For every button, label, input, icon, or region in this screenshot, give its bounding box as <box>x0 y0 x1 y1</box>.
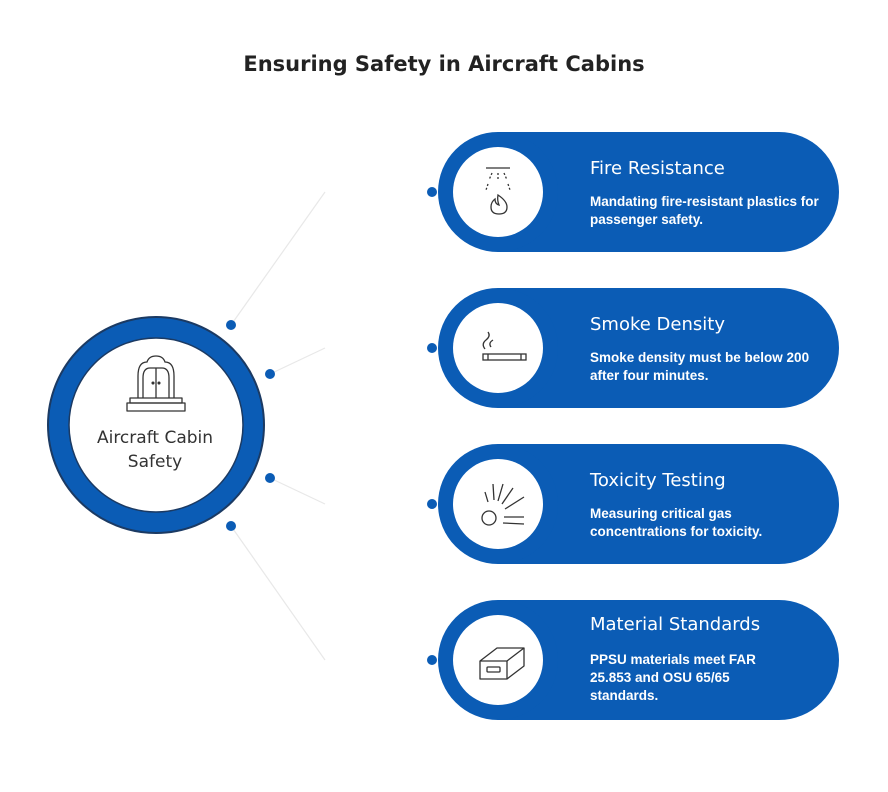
cigarette-smoke-icon <box>482 331 527 361</box>
card-dot <box>427 343 437 353</box>
connector-lines <box>230 191 326 661</box>
card-title-fire-resistance: Fire Resistance <box>590 158 725 179</box>
card-dot <box>427 187 437 197</box>
card-fire-resistance <box>427 132 839 252</box>
card-desc-fire-resistance: Mandating fire-resistant plastics for pa… <box>590 194 819 227</box>
card-dot <box>427 499 437 509</box>
card-toxicity-testing <box>427 444 839 564</box>
card-smoke-density <box>427 288 839 408</box>
card-desc-toxicity-testing: Measuring critical gas concentrations fo… <box>590 506 763 539</box>
card-title-material-standards: Material Standards <box>590 614 761 635</box>
center-label: Aircraft Cabin Safety <box>96 428 214 472</box>
hub-connector-dots <box>226 320 275 531</box>
sprinkler-fire-icon <box>485 167 511 215</box>
page-title: Ensuring Safety in Aircraft Cabins <box>243 52 645 76</box>
card-material-standards <box>427 600 839 720</box>
card-dot <box>427 655 437 665</box>
card-desc-smoke-density: Smoke density must be below 200 after fo… <box>590 350 810 383</box>
center-hub <box>47 316 265 534</box>
card-title-toxicity-testing: Toxicity Testing <box>590 470 726 491</box>
cabin-door-icon <box>126 355 186 412</box>
gas-emission-icon <box>481 483 525 526</box>
material-block-icon <box>479 647 525 680</box>
card-title-smoke-density: Smoke Density <box>590 314 725 335</box>
card-desc-material-standards: PPSU materials meet FAR 25.853 and OSU 6… <box>590 652 756 703</box>
